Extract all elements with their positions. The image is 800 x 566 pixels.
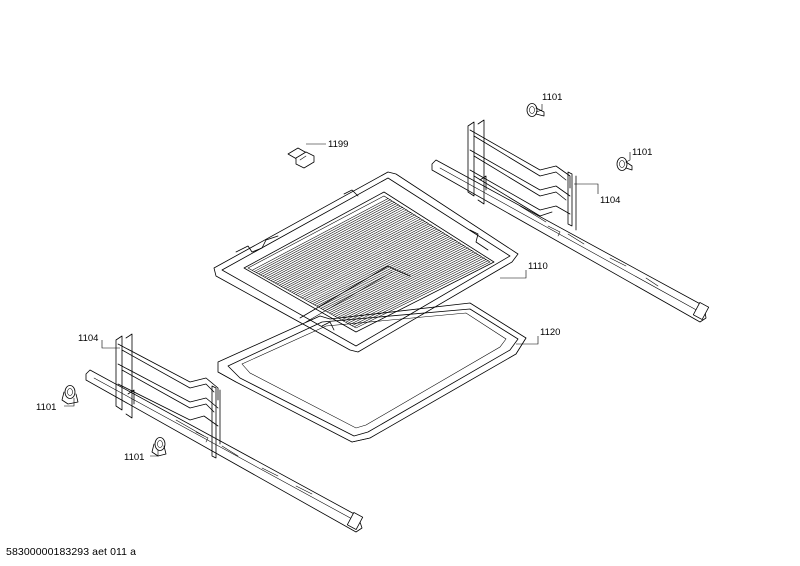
rack-bar: [349, 257, 485, 325]
rack-bar: [341, 252, 477, 321]
leader-lines: [64, 104, 631, 457]
rack-bar: [295, 224, 432, 295]
rack-bar: [280, 216, 417, 287]
label-1104-right: 1104: [600, 195, 620, 206]
rack-bar: [343, 254, 479, 322]
label-1101-right: 1101: [632, 147, 652, 158]
rack-bar: [318, 238, 454, 308]
part-labels: 1101 1101 1199 1104 1110 1120 1104 1101 …: [36, 92, 652, 463]
rack-bar: [262, 204, 400, 277]
label-1199: 1199: [328, 139, 348, 150]
rack-bar: [283, 217, 420, 288]
label-1110: 1110: [528, 261, 548, 272]
rack-bar: [256, 200, 393, 273]
rack-bar: [275, 211, 412, 284]
rack-bar: [354, 260, 489, 327]
rack-bar: [326, 243, 462, 313]
rack-bar: [268, 208, 405, 280]
rack-bar: [310, 233, 446, 303]
rack-bar: [287, 219, 424, 291]
rack-bar: [312, 234, 448, 304]
shelf-support-screw-top[interactable]: [526, 103, 545, 117]
rack-bar: [260, 203, 397, 276]
rack-bar: [304, 229, 440, 300]
wire-rack[interactable]: [213, 171, 519, 353]
rack-bar: [347, 256, 483, 324]
rack-bar: [334, 249, 470, 317]
rack-bar: [258, 201, 395, 274]
rack-bar: [289, 221, 426, 292]
shelf-support-screw-left[interactable]: [61, 385, 79, 405]
rack-bar: [330, 246, 466, 315]
left-telescopic-rail[interactable]: [85, 369, 364, 533]
shelf-support-screw-bottom[interactable]: [151, 437, 167, 457]
rack-bar: [285, 218, 421, 290]
rack-bar: [251, 198, 389, 271]
rack-bar: [305, 231, 442, 301]
shelf-support-screw-right[interactable]: [616, 157, 633, 171]
label-1101-bottom: 1101: [124, 452, 144, 463]
rack-bar: [314, 236, 450, 306]
rack-bar: [301, 228, 438, 299]
rack-bar: [337, 250, 473, 318]
rack-bar: [300, 227, 436, 297]
rack-bar: [264, 205, 401, 278]
rack-bar: [272, 210, 409, 283]
label-1101-top: 1101: [542, 92, 562, 103]
rack-bar: [339, 251, 474, 320]
rack-bar: [266, 206, 404, 279]
rack-bar: [308, 232, 444, 302]
right-shelf-support[interactable]: [467, 119, 577, 231]
rack-bar: [293, 223, 430, 294]
rack-bar: [333, 247, 469, 316]
left-shelf-support[interactable]: [115, 333, 221, 459]
rack-bar: [279, 214, 416, 286]
rack-bar: [297, 226, 434, 296]
rack-bar: [276, 213, 413, 285]
rail-clip[interactable]: [287, 147, 315, 169]
right-telescopic-rail[interactable]: [431, 159, 710, 323]
rack-bar: [329, 244, 465, 314]
rack-bars: [251, 198, 489, 327]
document-code: 58300000183293 aet 011 a: [6, 546, 137, 558]
rack-bar: [322, 241, 458, 310]
label-1101-left: 1101: [36, 402, 56, 413]
rack-bar: [324, 242, 461, 311]
rack-bar: [254, 199, 391, 272]
rack-bar: [351, 259, 487, 326]
rack-bar: [345, 255, 481, 323]
baking-tray[interactable]: [217, 302, 527, 443]
label-1104-left: 1104: [78, 333, 98, 344]
rack-bar: [270, 209, 408, 281]
label-1120: 1120: [540, 327, 560, 338]
rack-bar: [291, 222, 428, 293]
